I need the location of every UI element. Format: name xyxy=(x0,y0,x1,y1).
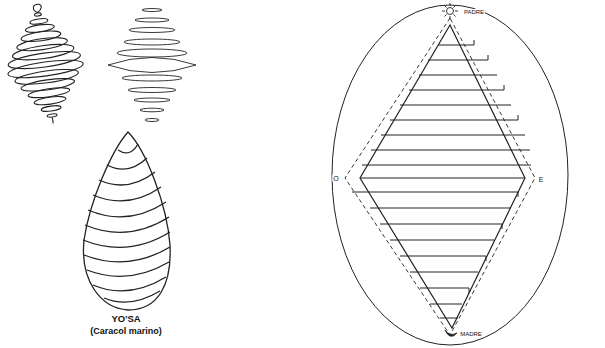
cone-spiral xyxy=(0,0,91,129)
stacked-ellipses xyxy=(108,9,196,122)
cosmos-diagram xyxy=(332,3,568,345)
moon-symbol xyxy=(445,330,457,336)
direction-label: O xyxy=(332,175,339,182)
shell-name: YO'SA xyxy=(110,314,141,324)
direction-label: MADRE xyxy=(459,331,483,337)
direction-label: E xyxy=(538,176,545,183)
direction-label: PADRE xyxy=(463,9,485,15)
snail-shell xyxy=(83,132,170,310)
shell-caption: (Caracol marino) xyxy=(89,327,163,336)
sun-symbol xyxy=(442,3,458,19)
